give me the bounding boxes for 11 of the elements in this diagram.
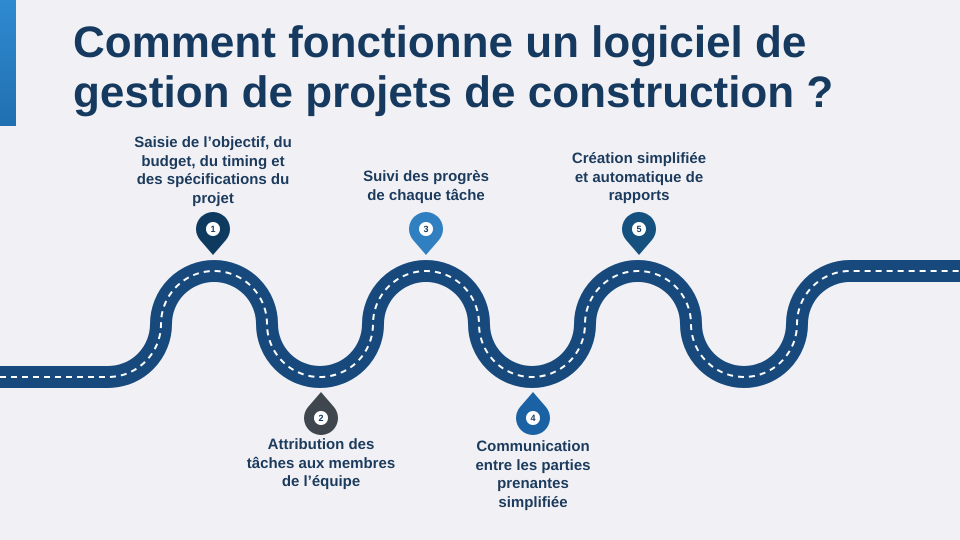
map-pin <box>408 212 444 256</box>
step-description: Création simplifiée et automatique de rapports <box>570 150 708 206</box>
map-pin <box>195 212 231 256</box>
step-description: Suivi des progrès de chaque tâche <box>362 168 490 205</box>
step-description: Communication entre les parties prenantes simplifiée <box>474 438 592 512</box>
title: Comment fonctionne un logiciel de gestion de projets de construction ? <box>73 18 834 118</box>
step-description: Attribution des tâches aux membres de l’équipe <box>246 436 396 492</box>
map-pin <box>621 212 657 256</box>
map-pin <box>303 391 339 435</box>
step-description: Saisie de l’objectif, du budget, du timing et des spécifications du projet <box>133 134 293 208</box>
map-pin <box>515 391 551 435</box>
